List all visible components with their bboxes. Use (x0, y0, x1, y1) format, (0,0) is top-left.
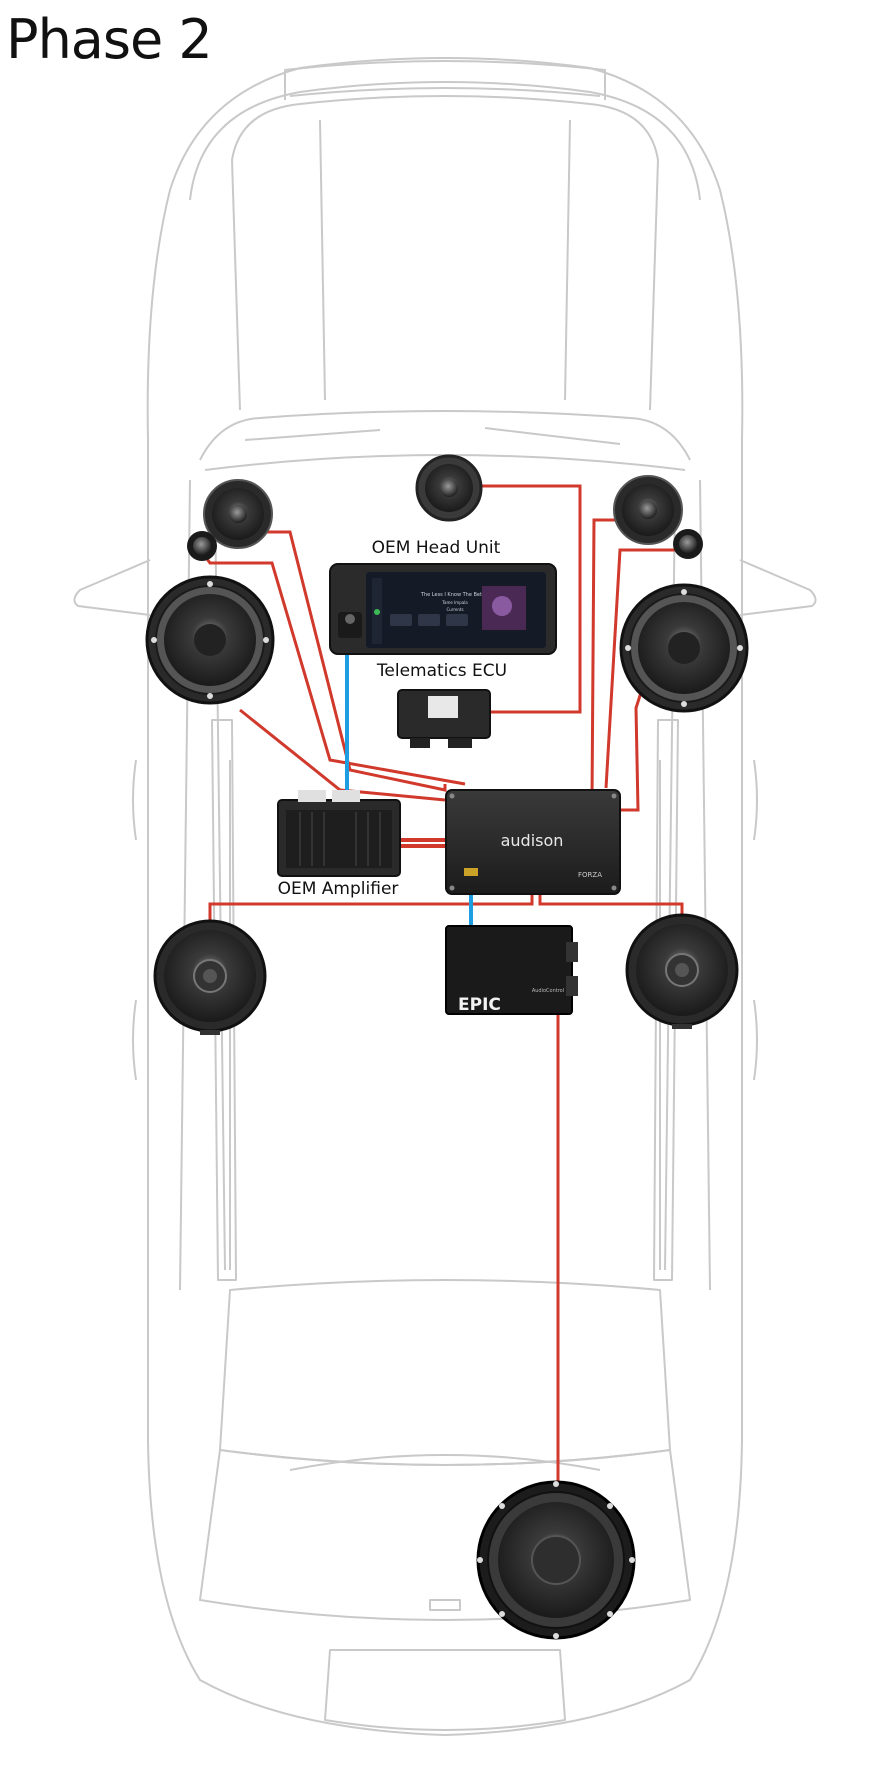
song-title: The Less I Know The Better (420, 592, 490, 598)
song-artist: Tame Impala (441, 600, 468, 605)
song-album: Currents (446, 607, 463, 612)
right-tweeter-icon (673, 529, 703, 559)
label-oem-amplifier: OEM Amplifier (278, 879, 399, 899)
dsp-brand: audison (501, 831, 564, 850)
rear-right-speaker-icon (625, 913, 739, 1029)
car-outline (73, 57, 817, 1736)
label-head-unit: OEM Head Unit (372, 538, 501, 558)
front-right-woofer-icon (619, 583, 749, 713)
signal-wires (345, 652, 473, 930)
front-left-midrange-icon (203, 479, 273, 549)
telematics-ecu-icon (397, 689, 491, 748)
subwoofer-icon (476, 1480, 636, 1640)
dsp-model: FORZA (578, 871, 602, 879)
oem-amp-to-dsp-wires (400, 838, 446, 848)
oem-amplifier-icon (277, 790, 401, 877)
head-unit-icon: The Less I Know The Better Tame Impala C… (329, 563, 557, 655)
page-title: Phase 2 (6, 8, 213, 71)
epic-maker: AudioControl (532, 988, 564, 994)
left-tweeter-icon (187, 531, 217, 561)
center-speaker-icon (415, 454, 483, 522)
epic-amplifier-icon: EPIC AudioControl (445, 925, 578, 1015)
dsp-processor-icon: audison FORZA (445, 789, 621, 895)
label-telematics-ecu: Telematics ECU (376, 661, 507, 681)
rear-left-speaker-icon (153, 919, 267, 1035)
front-right-midrange-icon (613, 475, 683, 545)
front-left-woofer-icon (145, 575, 275, 705)
epic-brand: EPIC (458, 995, 501, 1015)
